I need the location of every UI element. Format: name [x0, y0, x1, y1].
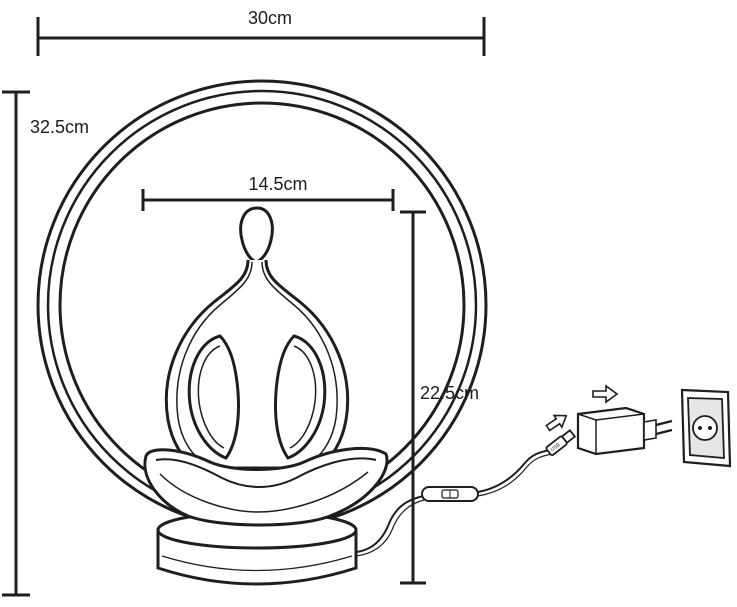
width-dimension: 30cm [36, 8, 486, 56]
figure-height-label: 22.5cm [420, 383, 479, 403]
figure-width-label: 14.5cm [248, 174, 307, 194]
figure-height-dimension: 22.5cm [400, 210, 479, 585]
usb-plug-icon: USB [545, 429, 577, 456]
meditating-figure [143, 206, 389, 527]
inline-switch-icon [421, 486, 479, 502]
arrow-right-icon [545, 414, 568, 432]
usb-label: USB [550, 442, 562, 453]
power-adapter-icon [576, 406, 673, 456]
height-label: 32.5cm [30, 117, 89, 137]
height-dimension: 32.5cm [2, 90, 89, 597]
arrow-right-icon [592, 384, 619, 404]
width-label: 30cm [248, 8, 292, 28]
wall-socket-icon [680, 388, 732, 468]
power-cable [355, 449, 553, 557]
figure-width-dimension: 14.5cm [141, 174, 395, 211]
